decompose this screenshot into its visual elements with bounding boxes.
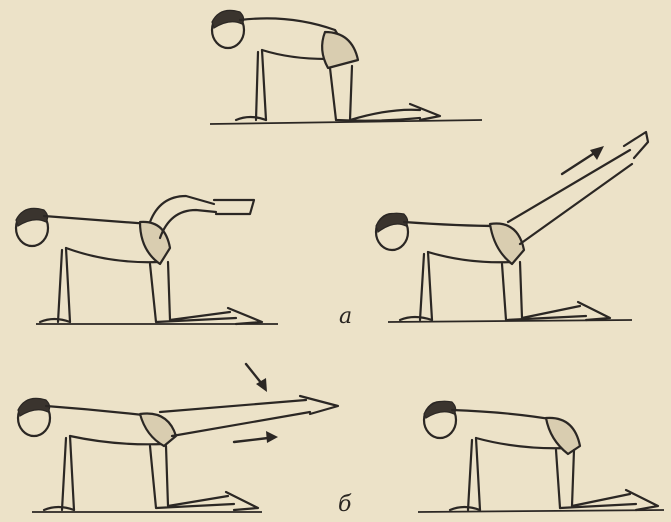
shorts bbox=[140, 413, 176, 446]
arrow-down bbox=[246, 364, 267, 392]
support-leg bbox=[150, 262, 236, 322]
support-foot bbox=[226, 492, 258, 510]
shorts bbox=[322, 32, 358, 68]
figure-mid-right-leg-raised bbox=[376, 132, 648, 322]
arrow-right bbox=[234, 431, 278, 443]
figure-bottom-left-leg-horizontal bbox=[18, 396, 338, 512]
hand bbox=[44, 507, 74, 510]
hand bbox=[450, 507, 480, 510]
hair bbox=[16, 208, 48, 226]
hand bbox=[40, 319, 70, 322]
figure-mid-left-knee-raised bbox=[16, 196, 278, 324]
hand bbox=[400, 317, 432, 320]
support-foot bbox=[578, 302, 610, 320]
hair bbox=[424, 401, 456, 418]
thigh bbox=[330, 66, 352, 120]
figure-top-all-fours bbox=[210, 10, 482, 124]
arm bbox=[62, 436, 74, 510]
hair bbox=[18, 398, 50, 416]
arm bbox=[468, 438, 480, 510]
support-foot bbox=[228, 308, 262, 324]
thigh bbox=[556, 450, 574, 508]
leg-extended bbox=[508, 150, 632, 244]
ground-line bbox=[418, 510, 664, 512]
shorts bbox=[490, 224, 524, 264]
hair bbox=[376, 213, 408, 232]
foot bbox=[626, 490, 658, 510]
caption-b: б bbox=[338, 494, 351, 516]
arm bbox=[256, 50, 266, 120]
hair bbox=[212, 10, 244, 28]
arm bbox=[58, 248, 70, 322]
support-leg bbox=[502, 262, 586, 320]
leg-extended bbox=[160, 400, 310, 436]
figure-bottom-right-all-fours bbox=[418, 401, 664, 512]
support-leg bbox=[150, 446, 234, 508]
caption-a: а bbox=[339, 306, 352, 328]
foot-extended bbox=[624, 132, 648, 158]
foot-extended bbox=[300, 396, 338, 414]
hand bbox=[236, 117, 266, 120]
arm bbox=[420, 252, 432, 320]
foot-raised bbox=[214, 200, 254, 214]
shin bbox=[336, 110, 420, 121]
